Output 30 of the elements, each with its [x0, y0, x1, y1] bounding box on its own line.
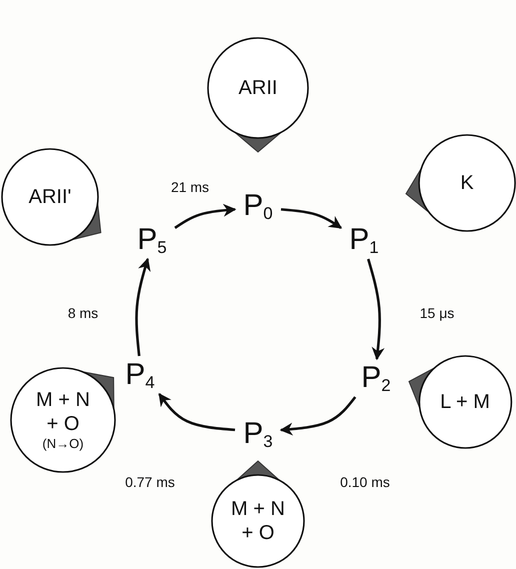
edge-label: 0.10 ms: [338, 474, 392, 490]
state-bubble: [10, 367, 116, 473]
edge-label: 21 ms: [168, 179, 212, 195]
state-label: P$_{3}$: [238, 418, 278, 450]
edge-label: 15 μs: [418, 305, 456, 321]
state-label: P$_{4}$: [120, 359, 160, 391]
state-bubble: [1, 148, 101, 246]
arrow: [174, 204, 236, 229]
state-bubble: [408, 355, 512, 449]
arrow: [280, 208, 342, 229]
edge-label: 0.77 ms: [123, 474, 177, 490]
arrow: [158, 392, 236, 432]
state-label: P$_{2}$: [356, 362, 396, 394]
state-label: P$_{0}$: [238, 190, 278, 222]
state-bubble: [211, 461, 305, 568]
bubble-text: M + N + O: [230, 497, 286, 545]
bubble-text: (N→O): [41, 436, 85, 452]
bubble-text: ARII: [238, 76, 278, 100]
state-label: P$_{1}$: [344, 224, 384, 256]
bubble-text: K: [459, 171, 475, 195]
state-label: P$_{5}$: [132, 224, 172, 256]
edge-label: 8 ms: [66, 305, 100, 321]
arrow: [135, 258, 151, 356]
state-bubble: [406, 134, 516, 232]
bubble-text: M + N + O: [35, 388, 91, 436]
bubble-text: L + M: [439, 390, 491, 414]
arrow: [280, 396, 356, 436]
arrow: [367, 258, 385, 360]
state-bubble: [207, 37, 309, 152]
bubble-text: ARII': [28, 185, 72, 209]
